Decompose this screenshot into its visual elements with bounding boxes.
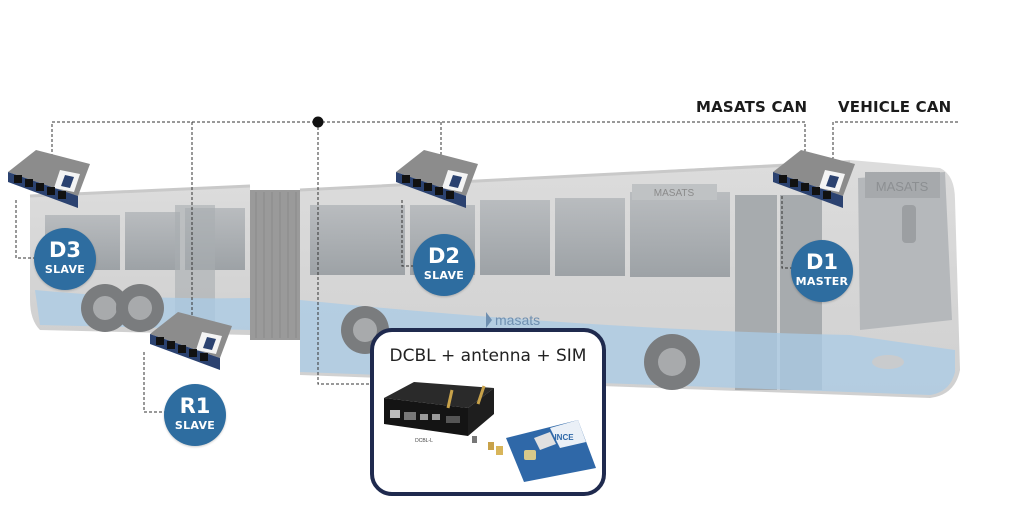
can-module-d1 (773, 150, 855, 208)
node-d2-id: D2 (427, 244, 461, 268)
bus-wheels (81, 284, 700, 390)
node-d1-role: MASTER (795, 275, 849, 288)
bus-bellows (250, 190, 300, 340)
vehicle-can-label: VEHICLE CAN (838, 98, 952, 116)
node-d1-id: D1 (805, 250, 839, 274)
bus-windshield (858, 172, 952, 330)
dcbl-panel-title: DCBL + antenna + SIM (389, 346, 587, 366)
node-d3-id: D3 (48, 238, 82, 262)
node-r1-role: SLAVE (174, 419, 216, 432)
node-r1-id: R1 (179, 394, 211, 418)
bus-side-logo: masats (495, 312, 540, 328)
sim-card-brand: INCE (554, 433, 574, 442)
can-module-d3 (8, 150, 90, 208)
bus-junction-dot (312, 116, 324, 128)
can-module-r1 (150, 312, 232, 370)
node-d2-badge: D2 SLAVE (413, 234, 475, 296)
dcbl-device-illustration: DCBL-L INCE (384, 382, 596, 482)
node-d2-role: SLAVE (423, 269, 465, 282)
dcbl-panel: DCBL + antenna + SIM DCBL-L INCE (370, 328, 606, 496)
node-d3-role: SLAVE (44, 263, 86, 276)
bus-header-sign: MASATS (876, 179, 929, 194)
node-d3-badge: D3 SLAVE (34, 228, 96, 290)
masats-can-label: MASATS CAN (696, 98, 808, 116)
can-bus-lines (15, 121, 960, 413)
dcbl-device-label: DCBL-L (415, 438, 433, 444)
node-r1-badge: R1 SLAVE (164, 384, 226, 446)
node-d1-badge: D1 MASTER (791, 240, 853, 302)
can-module-d2 (396, 150, 478, 208)
bus-interior-sign: MASATS (654, 188, 695, 199)
